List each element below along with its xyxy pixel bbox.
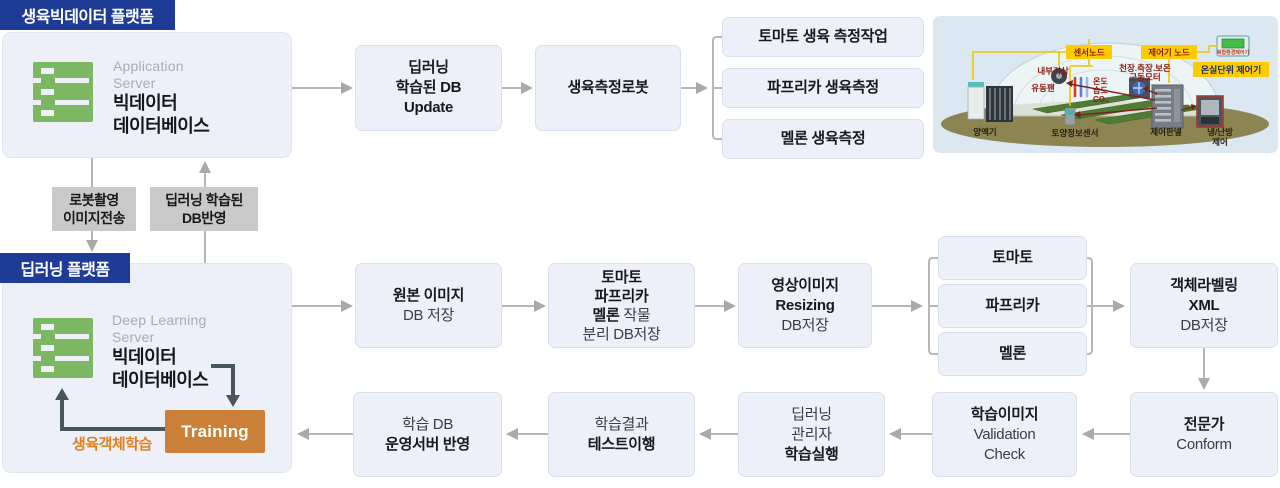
nutrient-machine-top [968,82,984,88]
motor-label: 구동모터 [1129,72,1160,82]
motor-label: 천장.측장.보온 [1119,63,1171,73]
flow-box-test-run: 학습결과 테스트이행 [548,392,695,477]
box-line: 토마토 [992,249,1033,266]
flow-box-training-run: 딥러닝 관리자 학습실행 [738,392,885,477]
box-line: 원본 이미지 [392,286,465,304]
crop-box-paprika: 파프리카 [938,284,1087,328]
box-line: 분리 DB저장 [582,325,661,343]
deeplearning-platform-badge: 딥러닝 플랫폼 [0,253,130,283]
greenhouse-illustration: 복합환경제어기 센서노드 제어기 노드 온실단위 제어기 내부 [933,16,1278,153]
greenhouse-controller-label-box [1193,62,1269,77]
transfer-label: 이미지전송 [63,210,125,226]
flow-box-object-labeling: 객체라벨링 XML DB저장 [1130,263,1278,348]
box-line: 생육측정로봇 [567,79,649,96]
humidity-label: 습도 [1093,85,1108,95]
transfer-label: 로봇촬영 [69,192,119,208]
box-line: 영상이미지 [771,276,839,294]
box-line: Validation [973,425,1036,443]
box-line: 학습이미지 [970,405,1039,423]
box-line: 멜론 생육측정 [780,130,866,147]
database-label: 데이터베이스 [113,116,210,136]
server-type-label: Server [112,329,155,345]
transfer-up-box: 딥러닝 학습된 DB반영 [150,187,258,231]
badge-label: 생육빅데이터 플랫폼 [21,9,154,26]
training-note-label: 생육객체학습 [72,436,152,453]
server-icon [33,62,93,122]
bigdata-platform-badge: 생육빅데이터 플랫폼 [0,0,175,30]
flow-box-growth-robot: 생육측정로봇 [535,45,681,131]
flow-box-db-update: 딥러닝 학습된 DB Update [355,45,502,131]
server-icon [33,318,93,378]
box-line: 파프리카 [985,297,1040,314]
flow-box-original-image: 원본 이미지 DB 저장 [355,263,502,348]
box-line: 딥러닝 [408,59,449,76]
box-line: 객체라벨링 [1170,276,1238,294]
box-line: DB저장 [781,316,829,334]
box-line: 멜론 작물 [592,306,651,324]
box-line: 학습실행 [784,445,839,463]
deeplearning-server-text: Deep Learning Server 빅데이터 데이터베이스 [112,312,209,392]
box-line: DB 저장 [402,306,455,324]
box-line: 딥러닝 [791,405,832,423]
box-line: Resizing [775,296,835,314]
box-line: 파프리카 [594,287,649,305]
box-line: Check [983,445,1026,463]
box-line: 토마토 생육 측정작업 [758,28,888,45]
fan-label: 유동팬 [1031,83,1055,93]
training-label: Training [181,421,249,441]
device-caption-label: 복합환경제어기 [1217,49,1250,56]
box-line: 파프리카 생육측정 [767,79,879,96]
task-box-paprika: 파프리카 생육측정 [722,68,924,108]
crop-box-melon: 멜론 [938,332,1087,376]
box-line: DB저장 [1180,316,1228,334]
greenhouse-svg: 복합환경제어기 센서노드 제어기 노드 온실단위 제어기 내부 [933,16,1278,153]
soil-sensor-label: 토양정보센서 [1052,128,1099,138]
indoor-weather-label: 내부기상 [1037,66,1068,76]
task-box-tomato: 토마토 생육 측정작업 [722,17,924,57]
bigdata-server-text: Application Server 빅데이터 데이터베이스 [113,58,210,138]
crop-box-tomato: 토마토 [938,236,1087,280]
transfer-down-box: 로봇촬영 이미지전송 [52,187,136,231]
flow-box-expert-conform: 전문가 Conform [1130,392,1278,477]
greenhouse-controller-label: 온실단위 제어기 [1201,64,1261,75]
flow-box-validation-check: 학습이미지 Validation Check [932,392,1077,477]
controller-node-label: 제어기 노드 [1148,48,1190,58]
hvac-label: 냉/난방 [1207,127,1233,137]
task-box-melon: 멜론 생육측정 [722,119,924,159]
box-line: Conform [1176,435,1232,453]
nutrient-label: 양액기 [973,127,996,137]
box-line: XML [1188,296,1220,314]
database-label: 데이터베이스 [112,370,209,390]
box-line: 토마토 [601,268,642,286]
server-type-label: Server [113,75,156,91]
box-line: 테스트이행 [587,435,656,453]
transfer-label: 딥러닝 학습된 [165,192,243,208]
box-line: 학습결과 [594,415,649,433]
box-line: Update [403,99,454,116]
box-line: 멜론 [998,345,1026,362]
flow-box-crop-separation: 토마토 파프리카 멜론 작물 분리 DB저장 [548,263,695,348]
flow-box-resizing: 영상이미지 Resizing DB저장 [738,263,872,348]
training-box: Training [165,410,265,453]
hvac-label: 제어 [1212,137,1228,147]
box-line: 운영서버 반영 [385,435,470,453]
flow-box-deploy-db: 학습 DB 운영서버 반영 [353,392,502,477]
server-type-label: Application [113,58,184,74]
badge-label: 딥러닝 플랫폼 [20,262,110,279]
box-line: 학습된 DB [395,79,462,96]
box-line: 관리자 [791,425,832,443]
box-line: 전문가 [1183,415,1225,433]
server-type-label: Deep Learning [112,312,207,328]
database-label: 빅데이터 [113,93,178,113]
database-label: 빅데이터 [112,347,177,367]
temp-label: 온도 [1093,77,1108,86]
control-panel-label: 제어판넬 [1150,127,1181,137]
transfer-label: DB반영 [182,210,226,226]
controller-node-label-box [1141,45,1197,59]
box-line: 학습 DB [401,415,454,433]
sensor-node-label: 센서노드 [1073,48,1104,58]
co2-label: CO₂ [1093,95,1109,104]
sensor-node-label-box [1066,45,1112,59]
